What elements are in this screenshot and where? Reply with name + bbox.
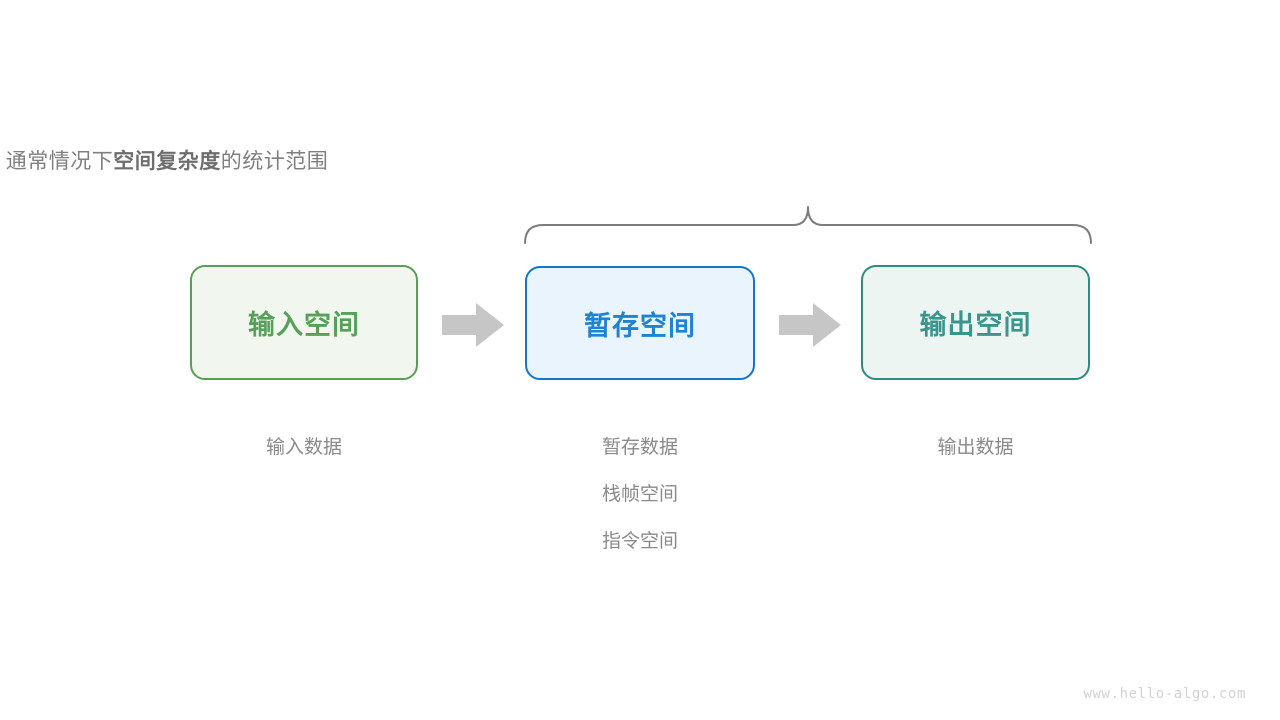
stage-box-buffer: 暂存空间: [525, 266, 755, 380]
brace-caption-text: 通常情况下空间复杂度的统计范围: [6, 145, 329, 175]
caption-list-output: 输出数据: [861, 424, 1090, 471]
stage-box-input: 输入空间: [190, 265, 418, 380]
arrow-right-icon-buffer-to-output: [779, 303, 841, 347]
stage-box-buffer-label: 暂存空间: [584, 310, 696, 341]
stage-box-output: 输出空间: [861, 265, 1090, 380]
arrow-right-icon-input-to-buffer: [442, 303, 504, 347]
caption-item: 暂存数据: [601, 437, 678, 458]
caption-item: 指令空间: [601, 531, 678, 552]
scope-brace-icon: [524, 206, 1092, 244]
brace-caption-suffix: 的统计范围: [220, 150, 329, 173]
caption-list-input: 输入数据: [190, 424, 418, 471]
watermark: www.hello-algo.com: [1083, 686, 1246, 702]
brace-caption: 通常情况下空间复杂度的统计范围: [0, 145, 1280, 175]
brace-caption-prefix: 通常情况下: [5, 150, 114, 173]
brace-caption-emphasis: 空间复杂度: [113, 150, 221, 173]
stage-box-output-label: 输出空间: [919, 310, 1032, 340]
caption-item: 输出数据: [937, 437, 1014, 458]
stage-box-input-label: 输入空间: [248, 310, 360, 340]
caption-item: 输入数据: [265, 437, 342, 458]
caption-item: 栈帧空间: [601, 484, 678, 505]
caption-list-buffer: 暂存数据 栈帧空间 指令空间: [525, 424, 755, 565]
